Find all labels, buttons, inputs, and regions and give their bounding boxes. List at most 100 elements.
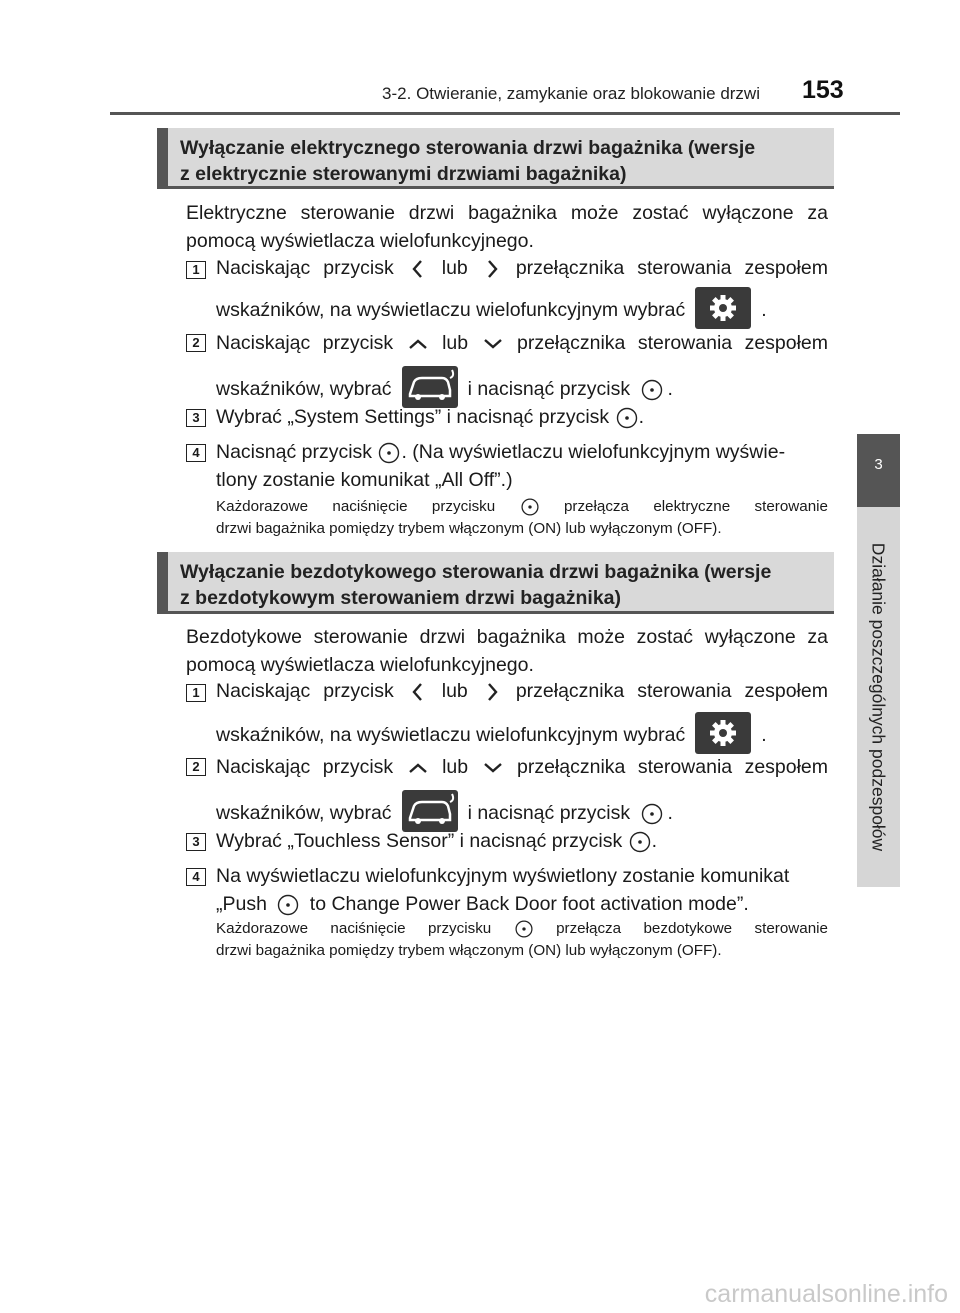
chapter-tab-title: Działanie poszczególnych podzespołów — [868, 542, 889, 852]
note-line: Każdorazowe naciśnięcie przycisku przełą… — [216, 918, 828, 940]
step-line: Nacisnąć przycisk . (Na wyświetlaczu wie… — [216, 438, 828, 466]
step-text: Naciskając przycisk — [216, 756, 394, 778]
chevron-down-icon — [483, 338, 502, 349]
step-text: Wybrać „Touchless Sensor” i nacisnąć prz… — [216, 830, 623, 852]
step-text: „Push — [216, 893, 267, 915]
section-heading-line: z elektrycznie sterowanymi drzwiami baga… — [180, 163, 627, 185]
step-line: „Push to Change Power Back Door foot act… — [216, 890, 828, 918]
step-text: Wybrać „System Settings” i nacisnąć przy… — [216, 406, 610, 428]
step-text: przełącznika sterowania zespołem — [515, 680, 828, 702]
section-heading-touchless: Wyłączanie bezdotykowego sterowania drzw… — [157, 552, 834, 614]
step-line: Naciskając przycisk lub przełącznika ste… — [216, 329, 828, 357]
chevron-left-icon — [412, 260, 422, 278]
enter-button-icon — [379, 442, 400, 464]
step-line: Na wyświetlaczu wielofunkcyjnym wyświetl… — [216, 865, 790, 887]
chapter-tab-number: 3 — [857, 434, 900, 507]
step-text: i nacisnąć przycisk — [467, 802, 631, 825]
chevron-up-icon — [408, 763, 427, 773]
step: Naciskając przycisk lub przełącznika ste… — [216, 753, 828, 835]
page-number: 153 — [802, 76, 844, 104]
step-text: wskaźników, na wyświetlaczu wielofunkcyj… — [216, 299, 686, 322]
step-text: to Change Power Back Door foot activatio… — [309, 893, 749, 915]
section-intro: Elektryczne sterowanie drzwi bagażnika m… — [186, 202, 828, 252]
step-line: wskaźników, wybrać i nacisnąć przycisk . — [216, 366, 828, 411]
step-text: . — [761, 724, 767, 747]
chapter-tab — [857, 507, 900, 887]
step-number: 2 — [186, 758, 206, 776]
step-line: wskaźników, na wyświetlaczu wielofunkcyj… — [216, 287, 828, 332]
enter-button-icon — [616, 407, 637, 429]
enter-button-icon — [515, 920, 533, 938]
step-number: 4 — [186, 868, 206, 886]
step: Na wyświetlaczu wielofunkcyjnym wyświetl… — [216, 862, 828, 918]
step-line: tlony zostanie komunikat „All Off”.) — [216, 469, 513, 491]
chevron-right-icon — [487, 683, 498, 701]
vehicle-door-icon — [401, 790, 458, 832]
enter-button-icon — [641, 379, 662, 401]
note-text: Każdorazowe naciśnięcie przycisku — [216, 498, 496, 515]
section-heading-line: Wyłączanie bezdotykowego sterowania drzw… — [180, 561, 772, 583]
step-number: 3 — [186, 409, 206, 427]
chevron-left-icon — [412, 683, 422, 701]
header-rule — [110, 112, 900, 115]
step-line: wskaźników, wybrać i nacisnąć przycisk . — [216, 790, 828, 835]
step: Nacisnąć przycisk . (Na wyświetlaczu wie… — [216, 438, 828, 494]
step-text: wskaźników, wybrać — [216, 802, 392, 825]
step-text: przełącznika sterowania zespołem — [517, 332, 829, 354]
section-intro: Bezdotykowe sterowanie drzwi bagażnika m… — [186, 626, 828, 676]
step-text: . — [651, 830, 658, 852]
step-text: . — [667, 378, 673, 401]
chevron-up-icon — [408, 339, 427, 349]
section-heading-power-back-door: Wyłączanie elektrycznego sterowania drzw… — [157, 128, 834, 189]
step-text: lub — [442, 332, 469, 354]
enter-button-icon — [278, 894, 299, 916]
step-text: Naciskając przycisk — [216, 680, 394, 702]
step-text: . — [667, 802, 673, 825]
note-text: Każdorazowe naciśnięcie przycisku — [216, 920, 492, 937]
section-heading-line: z bezdotykowym sterowaniem drzwi bagażni… — [180, 587, 622, 609]
step: Wybrać „System Settings” i nacisnąć przy… — [216, 403, 828, 431]
enter-button-icon — [521, 498, 539, 516]
step-line: Naciskając przycisk lub przełącznika ste… — [216, 254, 828, 282]
step-text: wskaźników, na wyświetlaczu wielofunkcyj… — [216, 724, 686, 747]
note-text: przełącza elektryczne sterowanie — [563, 498, 828, 515]
step-number: 1 — [186, 684, 206, 702]
step-text: . (Na wyświetlaczu wielofunkcyjnym wyświ… — [401, 441, 786, 463]
step-number: 2 — [186, 334, 206, 352]
step-text: i nacisnąć przycisk — [467, 378, 631, 401]
step: Naciskając przycisk lub przełącznika ste… — [216, 329, 828, 411]
step-text: lub — [441, 257, 468, 279]
step-text: przełącznika sterowania zespołem — [515, 257, 828, 279]
step-text: wskaźników, wybrać — [216, 378, 392, 401]
step-line: Naciskając przycisk lub przełącznika ste… — [216, 677, 828, 705]
note-line: Każdorazowe naciśnięcie przycisku przełą… — [216, 496, 828, 518]
settings-gear-icon — [695, 712, 752, 754]
step: Naciskając przycisk lub przełącznika ste… — [216, 254, 828, 332]
step-line: wskaźników, na wyświetlaczu wielofunkcyj… — [216, 712, 828, 757]
note: Każdorazowe naciśnięcie przycisku przełą… — [216, 918, 828, 962]
step-number: 3 — [186, 833, 206, 851]
watermark-text: carmanualsonline.info — [704, 1280, 948, 1308]
step-text: lub — [442, 756, 469, 778]
enter-button-icon — [641, 803, 662, 825]
chevron-right-icon — [487, 260, 498, 278]
running-header-title: 3-2. Otwieranie, zamykanie oraz blokowan… — [382, 84, 760, 103]
step-line: Naciskając przycisk lub przełącznika ste… — [216, 753, 828, 781]
note-line: drzwi bagażnika pomiędzy trybem włączony… — [216, 520, 722, 537]
step-text: . — [761, 299, 767, 322]
step: Naciskając przycisk lub przełącznika ste… — [216, 677, 828, 757]
step-text: Naciskając przycisk — [216, 257, 394, 279]
step-text: . — [638, 406, 645, 428]
step: Wybrać „Touchless Sensor” i nacisnąć prz… — [216, 827, 828, 855]
note: Każdorazowe naciśnięcie przycisku przełą… — [216, 496, 828, 540]
chevron-down-icon — [483, 762, 502, 773]
step-number: 4 — [186, 444, 206, 462]
step-text: lub — [441, 680, 468, 702]
step-text: Naciskając przycisk — [216, 332, 394, 354]
step-text: Nacisnąć przycisk — [216, 441, 373, 463]
settings-gear-icon — [695, 287, 752, 329]
enter-button-icon — [629, 831, 650, 853]
vehicle-door-icon — [401, 366, 458, 408]
step-number: 1 — [186, 261, 206, 279]
note-text: przełącza bezdotykowe sterowanie — [556, 920, 828, 937]
